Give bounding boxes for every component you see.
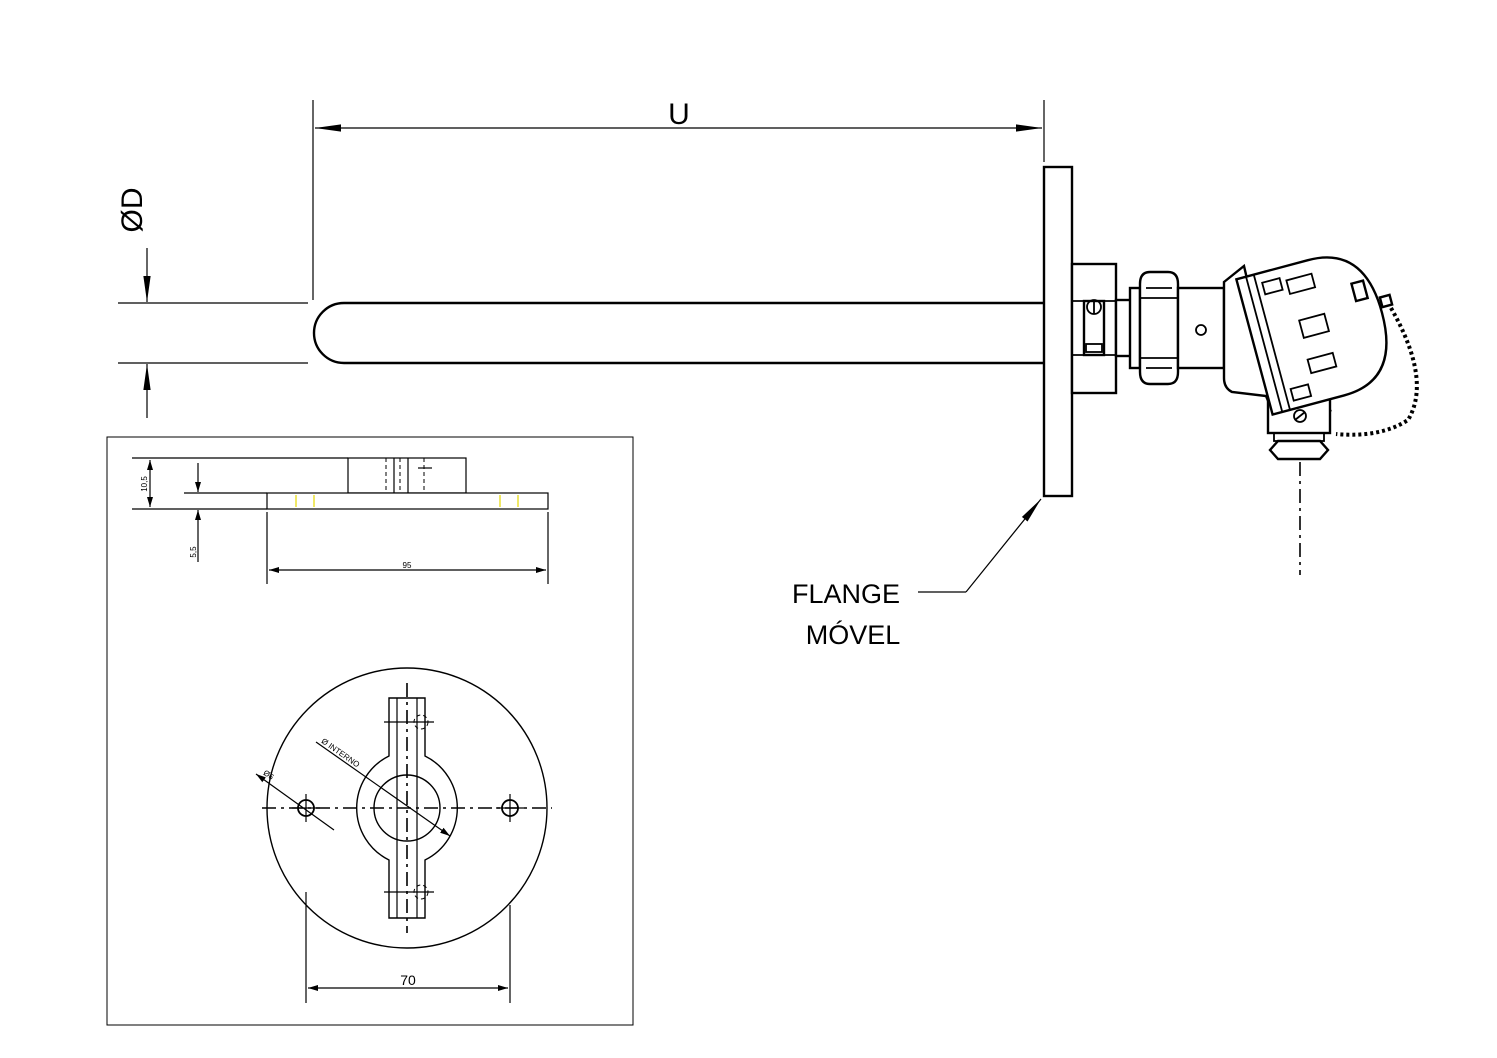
diameter-dimension: ØD [116, 188, 308, 418]
hole-spacing-dim-label: 70 [400, 972, 416, 988]
flange-side-view: 10,5 5,5 95 [132, 457, 549, 584]
flange-front-view: Ø INTERNO Ø6 70 [255, 667, 552, 1003]
gland-nut [1268, 439, 1330, 461]
hub-nut [1085, 343, 1103, 353]
length-label: U [668, 98, 690, 131]
main-view: U ØD [116, 98, 1419, 650]
height-dim-label: 10,5 [140, 476, 149, 492]
connection-head-cover [1234, 256, 1388, 417]
nipple [1176, 286, 1226, 370]
outer-diameter-dim-label: 95 [403, 561, 412, 570]
probe-sheath [312, 301, 1044, 365]
hex-nut [1138, 270, 1180, 386]
hole-leader [255, 773, 335, 831]
cover-chain [1335, 307, 1419, 437]
gland-screw-slot [1294, 411, 1306, 421]
nipple-hole [1195, 324, 1207, 336]
collar [1128, 286, 1142, 370]
side-hub [347, 457, 467, 494]
thickness-dim-label: 5,5 [189, 546, 198, 558]
diameter-label: ØD [116, 188, 149, 233]
callout-label-line2: MÓVEL [806, 619, 901, 650]
bore-leader [315, 741, 451, 837]
gland-screw-icon [1293, 409, 1307, 423]
length-dimension: U [312, 98, 1045, 300]
chain-lug [1378, 293, 1394, 309]
callout-leader-arrow [965, 498, 1042, 593]
movable-flange-plate [1042, 165, 1074, 498]
callout-label-line1: FLANGE [792, 579, 900, 609]
detail-frame [106, 436, 634, 1026]
side-plate [266, 492, 549, 510]
flange-detail-box: 10,5 5,5 95 [106, 436, 634, 1026]
